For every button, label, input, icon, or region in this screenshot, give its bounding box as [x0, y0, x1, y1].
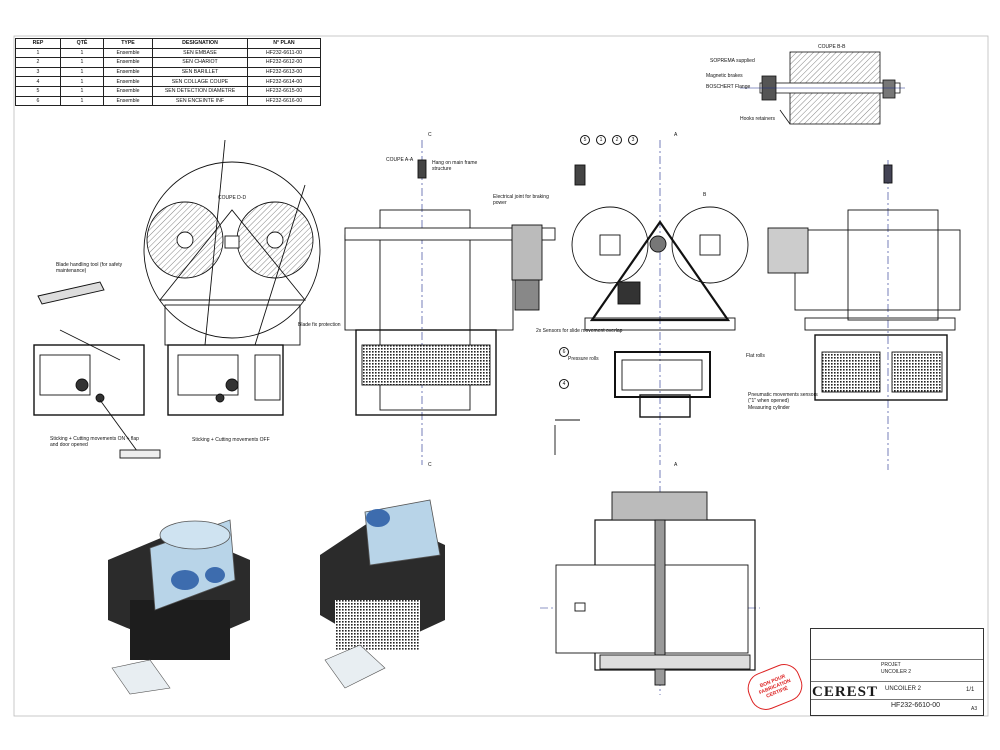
section-mark-a-bottom: A	[674, 462, 678, 468]
bom-cell: HF232-6613-00	[247, 66, 321, 78]
bom-cell: 3	[15, 66, 61, 78]
bom-cell: 5	[15, 85, 61, 97]
balloon-4: 4	[559, 379, 569, 389]
title-block-project: UNCOILER 2	[881, 669, 912, 675]
bom-cell: HF232-6614-00	[247, 76, 321, 87]
section-mark-a-top: A	[674, 132, 678, 138]
bom-cell: Ensemble	[103, 85, 153, 97]
bom-cell: SEN COLLAGE COUPE	[152, 76, 248, 87]
bottom-plan-view	[540, 470, 760, 695]
section-mark-c-bottom: C	[428, 462, 432, 468]
coupe-dd-view	[37, 139, 321, 416]
label-pneumatic-sensors: Pneumatic movements sensors ("1" when op…	[748, 392, 818, 404]
iso-view-1	[108, 519, 250, 695]
label-hang-main-frame: Hang on main frame structure	[432, 160, 478, 172]
bom-row: 3 1 Ensemble SEN BARILLET HF232-6613-00	[15, 66, 321, 78]
bom-cell: HF232-6612-00	[247, 57, 321, 68]
bom-cell: 6	[15, 95, 61, 107]
rolls-front-view	[554, 140, 749, 465]
section-mark-c-top: C	[428, 132, 432, 138]
bom-cell: Ensemble	[103, 76, 153, 87]
label-hooks-retainers: Hooks retainers	[740, 116, 776, 122]
bom-row: 2 1 Ensemble SEN CHARIOT HF232-6612-00	[15, 57, 321, 68]
label-pressure-rolls: Pressure rolls	[568, 356, 599, 362]
coupe-bb-view	[740, 51, 905, 125]
bom-cell: 1	[60, 95, 104, 107]
bom-cell: Ensemble	[103, 47, 153, 59]
bom-cell: SEN ENCEINTE INF	[152, 95, 248, 107]
label-boschert-flange: BOSCHERT Flange	[706, 84, 751, 90]
bom-cell: 2	[15, 57, 61, 68]
label-blade-handling: Blade handling tool (for safety maintena…	[56, 262, 123, 274]
title-block-drawing-no: HF232-6610-00	[891, 702, 941, 709]
balloon-2: 2	[612, 135, 622, 145]
label-measuring-cylinder: Measuring cylinder	[748, 405, 790, 411]
iso-view-2	[320, 499, 445, 689]
bom-cell: Ensemble	[103, 57, 153, 68]
sticking-on-view	[33, 329, 161, 459]
bom-cell: SEN EMBASE	[152, 47, 248, 59]
title-block: PROJET UNCOILER 2 UNCOILER 2 HF232-6610-…	[810, 628, 984, 716]
bom-cell: SEN CHARIOT	[152, 57, 248, 68]
coupe-aa-title: COUPE A-A	[386, 157, 414, 163]
label-blade-protection: Blade fix protection	[298, 322, 341, 328]
coupe-aa-view	[344, 140, 556, 465]
balloon-3: 3	[628, 135, 638, 145]
coupe-dd-title: COUPE D-D	[218, 195, 247, 201]
bom-cell: SEN DETECTION DIAMETRE	[152, 85, 248, 97]
bom-cell: HF232-6615-00	[247, 85, 321, 97]
label-electrical-joint: Electrical joint for braking power	[493, 194, 549, 206]
bom-cell: 1	[60, 85, 104, 97]
bom-header-qty: QTÉ	[60, 38, 104, 49]
bom-cell: HF232-6616-00	[247, 95, 321, 107]
label-sticking-on: Sticking + Cutting movements ON + flap a…	[50, 436, 139, 448]
bom-header-type: TYPE	[103, 38, 153, 49]
label-sticking-off: Sticking + Cutting movements OFF	[192, 437, 270, 443]
bom-cell: 4	[15, 76, 61, 87]
bom-row: 1 1 Ensemble SEN EMBASE HF232-6611-00	[15, 47, 321, 59]
bom-cell: 1	[60, 76, 104, 87]
sheet-border	[13, 35, 989, 717]
bom-cell: 1	[60, 57, 104, 68]
balloon-6: 6	[559, 347, 569, 357]
bom-row: 4 1 Ensemble SEN COLLAGE COUPE HF232-661…	[15, 76, 321, 87]
bom-cell: 1	[15, 47, 61, 59]
balloon-1: 1	[596, 135, 606, 145]
bom-header-plan: N° PLAN	[247, 38, 321, 49]
balloon-5: 5	[580, 135, 590, 145]
coupe-bb-title: COUPE B-B	[818, 44, 846, 50]
bom-cell: Ensemble	[103, 95, 153, 107]
title-block-format: A3	[971, 706, 978, 712]
title-block-title: UNCOILER 2	[885, 686, 922, 692]
title-block-sheet: 1/1	[966, 687, 975, 693]
bom-cell: HF232-6611-00	[247, 47, 321, 59]
bom-cell: 1	[60, 66, 104, 78]
bom-cell: 1	[60, 47, 104, 59]
label-flat-rolls: Flat rolls	[746, 353, 765, 359]
bom-header-rep: REP	[15, 38, 61, 49]
bom-header-row: REP QTÉ TYPE DESIGNATION N° PLAN	[15, 38, 321, 49]
label-soprema: SOPREMA supplied	[710, 58, 755, 64]
bill-of-materials: REP QTÉ TYPE DESIGNATION N° PLAN 1 1 Ens…	[15, 38, 321, 107]
company-logo: CEREST	[812, 684, 879, 700]
right-side-view	[767, 160, 961, 470]
bom-cell: SEN BARILLET	[152, 66, 248, 78]
section-mark-b: B	[703, 192, 707, 198]
title-block-project-label: PROJET	[881, 662, 901, 668]
label-sensors-slide: 2x Sensors for slide movement overlap	[536, 328, 623, 334]
bom-row: 6 1 Ensemble SEN ENCEINTE INF HF232-6616…	[15, 95, 321, 107]
label-magnetic-brakes: Magnetic brakes	[706, 73, 743, 79]
bom-header-designation: DESIGNATION	[152, 38, 248, 49]
bom-row: 5 1 Ensemble SEN DETECTION DIAMETRE HF23…	[15, 85, 321, 97]
bom-cell: Ensemble	[103, 66, 153, 78]
